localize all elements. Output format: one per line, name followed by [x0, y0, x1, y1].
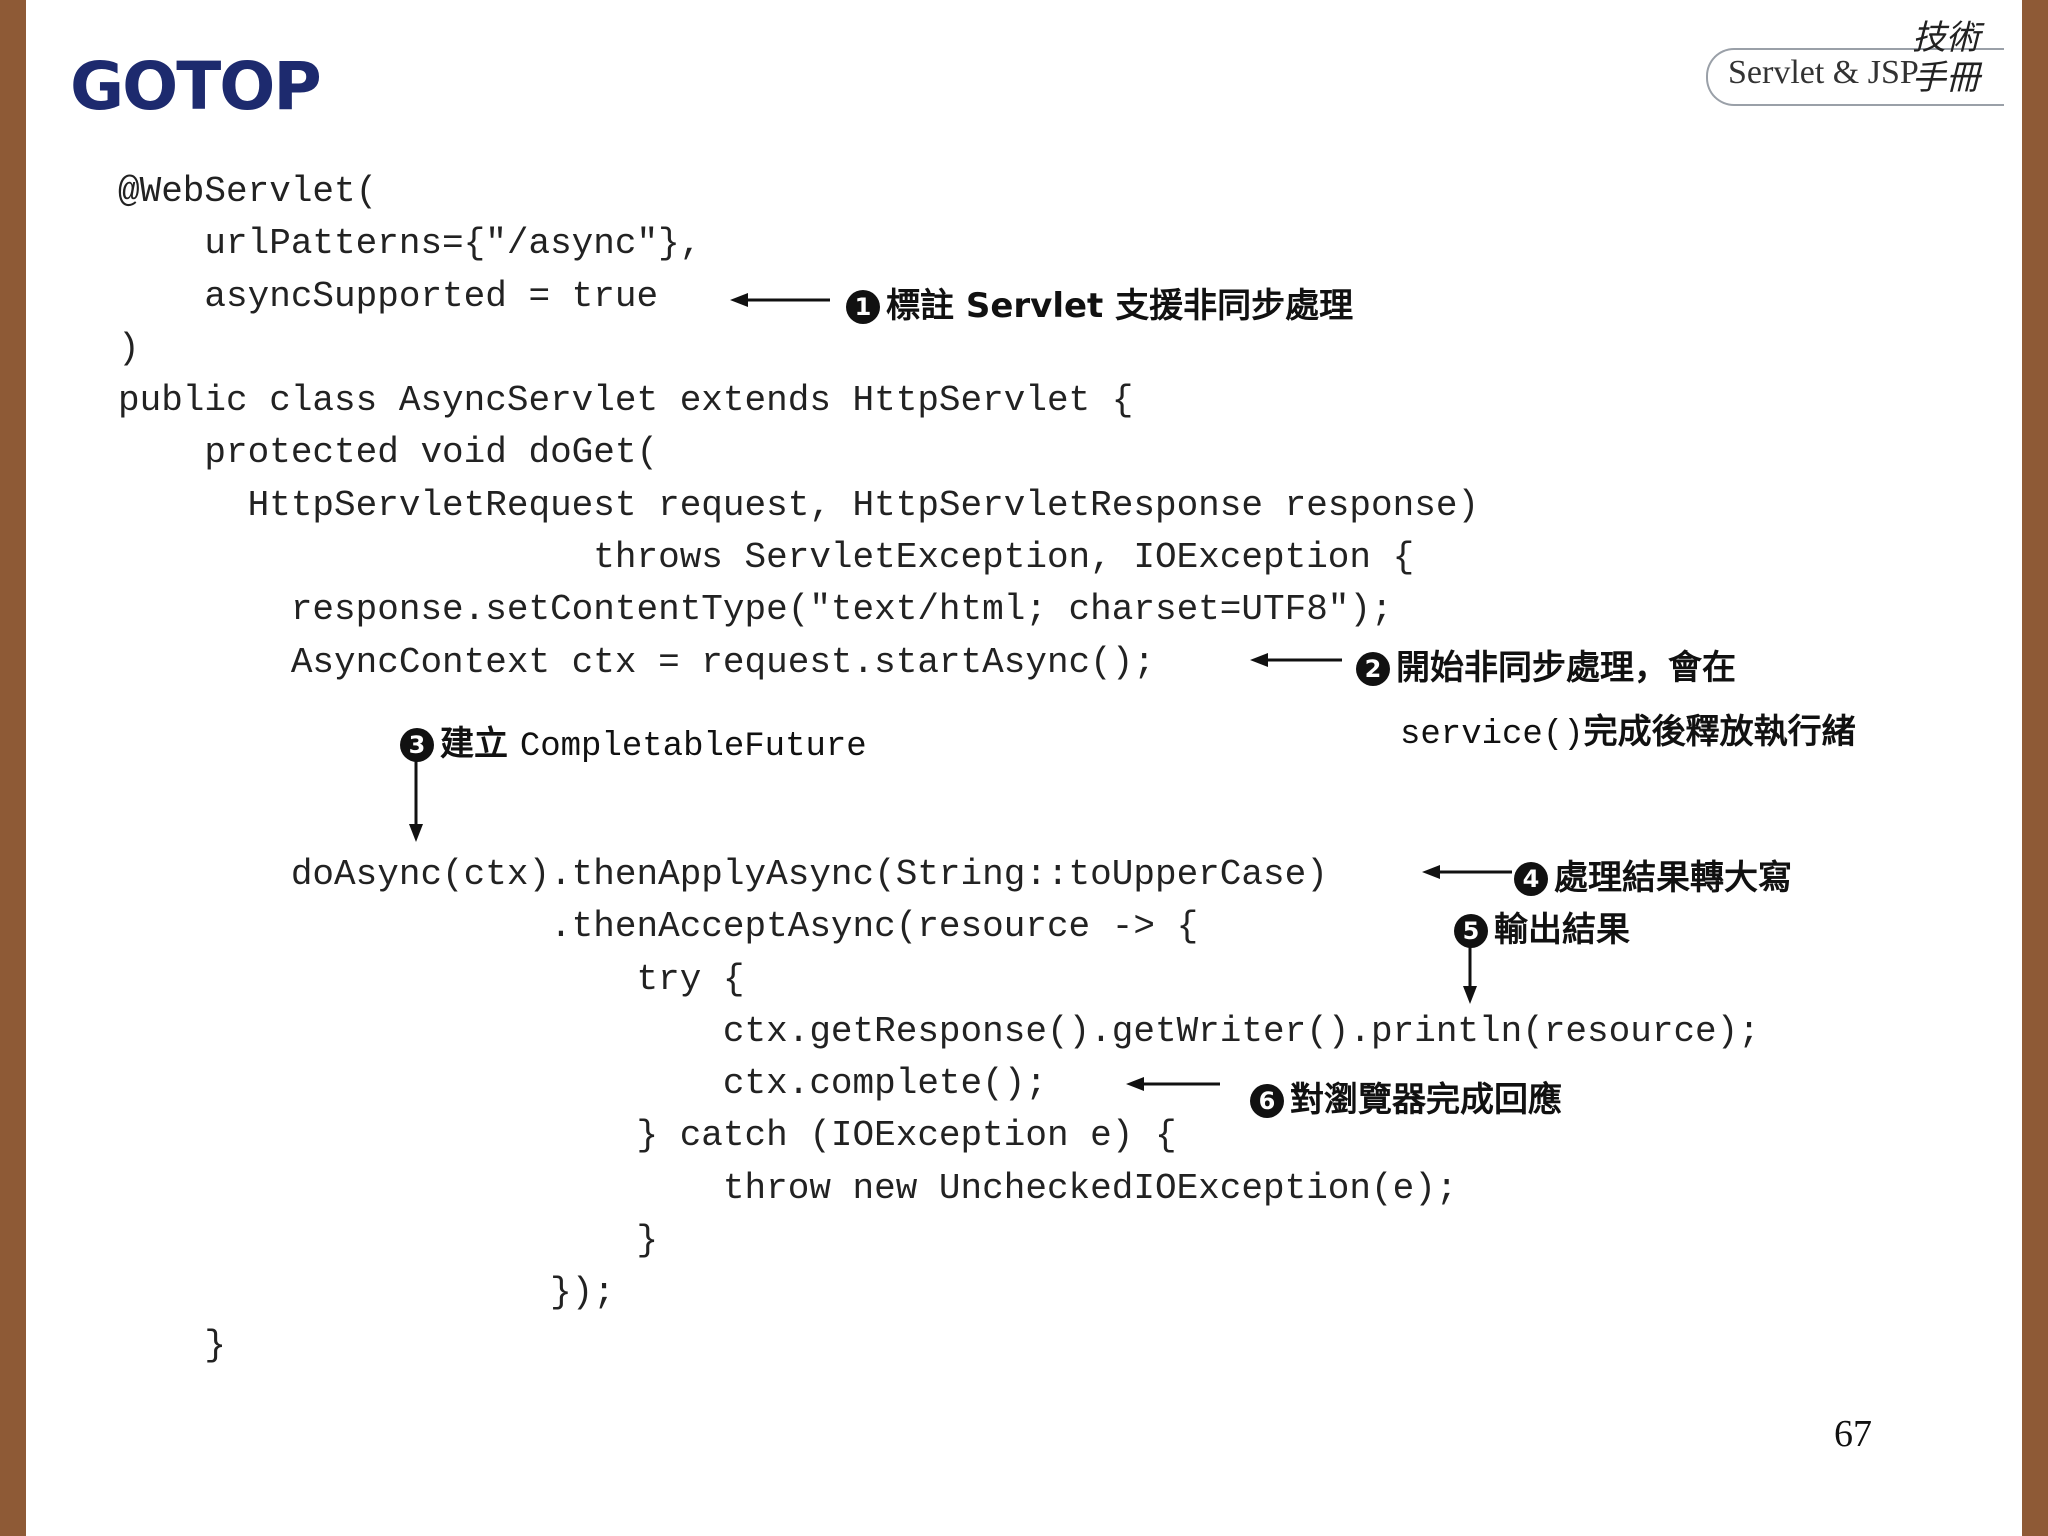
- code-line: }: [118, 1324, 227, 1366]
- code-line: @WebServlet(: [118, 171, 378, 212]
- code-line: asyncSupported = true: [118, 275, 659, 317]
- page-number: 67: [1834, 1413, 1872, 1455]
- code-line: }: [118, 1220, 659, 1262]
- code-gap: [118, 769, 1760, 849]
- number-badge-3: 3: [400, 728, 434, 762]
- arrow-down-icon: [409, 760, 423, 842]
- number-badge-5: 5: [1454, 914, 1488, 948]
- code-line: });: [118, 1272, 615, 1314]
- series-title: Servlet & JSP: [1728, 54, 1919, 91]
- annotation-3-text: 建立: [440, 724, 508, 764]
- arrow-left-icon: [1250, 653, 1342, 667]
- arrow-left-icon: [1422, 865, 1512, 879]
- code-line: AsyncContext ctx = request.startAsync();: [118, 641, 1155, 683]
- code-line: response.setContentType("text/html; char…: [118, 589, 1393, 631]
- annotation-3-code: CompletableFuture: [519, 728, 867, 766]
- arrow-left-icon: [1126, 1077, 1220, 1091]
- annotation-4-text: 處理結果轉大寫: [1554, 858, 1792, 898]
- annotation-2-text2: 完成後釋放執行緒: [1583, 712, 1856, 752]
- right-border: [2022, 0, 2048, 1536]
- publisher-logo: GOTOP: [70, 48, 322, 125]
- annotation-2-cont: service()完成後釋放執行緒: [1400, 704, 1856, 754]
- code-line: } catch (IOException e) {: [118, 1115, 1177, 1157]
- number-badge-2: 2: [1356, 652, 1390, 686]
- annotation-2-code: service(): [1400, 716, 1584, 754]
- code-line: public class AsyncServlet extends HttpSe…: [118, 380, 1134, 422]
- annotation-6-text: 對瀏覽器完成回應: [1290, 1080, 1562, 1120]
- code-line: ): [118, 327, 140, 369]
- code-line: HttpServletRequest request, HttpServletR…: [118, 484, 1480, 526]
- arrow-down-icon: [1463, 946, 1477, 1004]
- code-line: throw new UncheckedIOException(e);: [118, 1167, 1458, 1209]
- code-line: ctx.complete();: [118, 1063, 1047, 1105]
- left-border: [0, 0, 26, 1536]
- code-line: urlPatterns={"/async"},: [118, 223, 702, 265]
- number-badge-1: 1: [846, 290, 880, 324]
- annotation-2-text: 開始非同步處理，會在: [1396, 648, 1736, 688]
- number-badge-4: 4: [1514, 862, 1548, 896]
- code-line: try {: [118, 958, 745, 1000]
- number-badge-6: 6: [1250, 1084, 1284, 1118]
- arrow-left-icon: [730, 293, 830, 307]
- annotation-1-text: 標註 Servlet 支援非同步處理: [886, 286, 1354, 326]
- series-mark: 技術手冊: [1912, 18, 1980, 98]
- code-line: .thenAcceptAsync(resource -> {: [118, 906, 1199, 948]
- code-line: ctx.getResponse().getWriter().println(re…: [118, 1010, 1760, 1052]
- series-badge: [1706, 48, 2004, 106]
- code-block: @WebServlet( urlPatterns={"/async"}, asy…: [118, 166, 1760, 1372]
- code-line: throws ServletException, IOException {: [118, 537, 1415, 579]
- code-line: protected void doGet(: [118, 432, 659, 474]
- code-line: doAsync(ctx).thenApplyAsync(String::toUp…: [118, 853, 1328, 895]
- annotation-5-text: 輸出結果: [1494, 910, 1630, 950]
